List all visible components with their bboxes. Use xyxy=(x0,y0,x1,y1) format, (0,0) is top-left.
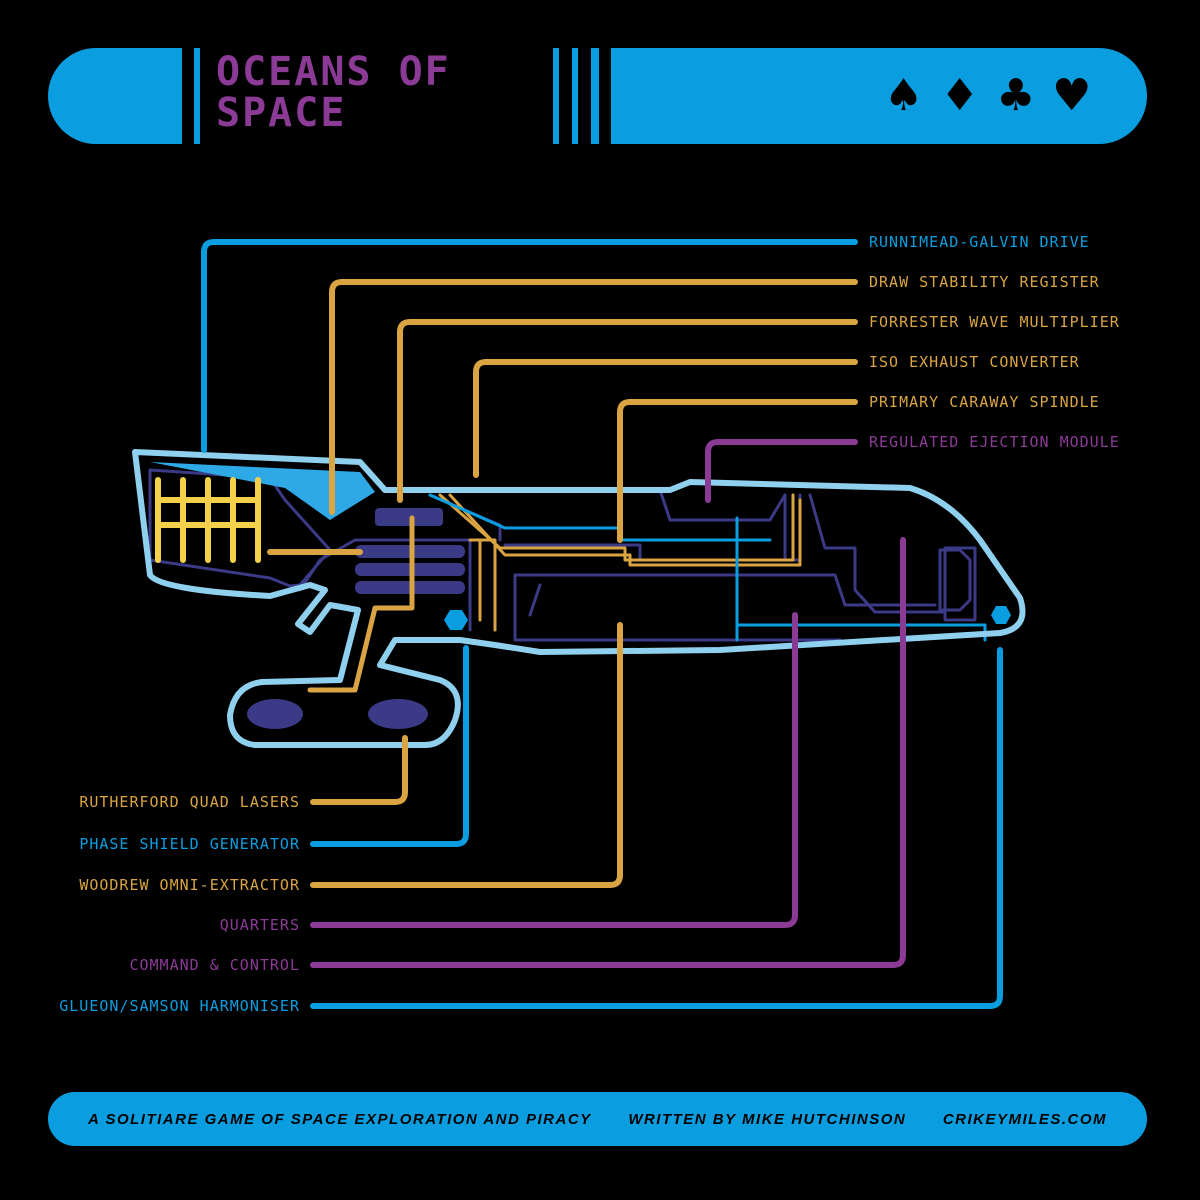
engine-grille xyxy=(155,477,261,563)
footer-tagline: A SOLITIARE GAME OF SPACE EXPLORATION AN… xyxy=(88,1110,592,1128)
leader-glueon-samson-harmoniser xyxy=(310,647,1003,1009)
spade-icon: ♠ xyxy=(884,70,924,121)
footer-author: WRITTEN BY MIKE HUTCHINSON xyxy=(628,1110,907,1128)
central-module xyxy=(247,508,465,729)
leader-phase-shield-generator xyxy=(310,645,469,847)
header-stripe-6 xyxy=(591,48,599,144)
header-stripe-1 xyxy=(155,48,165,144)
title-line-2: SPACE xyxy=(216,90,347,136)
label-quarters: QUARTERS xyxy=(219,916,300,934)
label-regulated-ejection-module: REGULATED EJECTION MODULE xyxy=(869,433,1120,451)
leader-rutherford-quad-lasers xyxy=(310,735,408,805)
heart-icon: ♥ xyxy=(1052,70,1092,121)
header-bar-right xyxy=(611,48,1147,144)
leader-regulated-ejection-module xyxy=(705,439,858,503)
callout-lines-right xyxy=(201,239,858,543)
hex-marker-left xyxy=(444,610,468,630)
label-glueon-samson-harmoniser: GLUEON/SAMSON HARMONISER xyxy=(59,997,300,1015)
label-runnimead-galvin-drive: RUNNIMEAD-GALVIN DRIVE xyxy=(869,233,1090,251)
label-primary-caraway-spindle: PRIMARY CARAWAY SPINDLE xyxy=(869,393,1100,411)
game-title: OCEANS OF SPACE xyxy=(216,52,451,134)
leader-primary-caraway-spindle xyxy=(617,399,858,543)
label-draw-stability-register: DRAW STABILITY REGISTER xyxy=(869,273,1100,291)
card-suits: ♠ ♦ ♣ ♥ xyxy=(884,70,1092,121)
label-phase-shield-generator: PHASE SHIELD GENERATOR xyxy=(79,835,300,853)
header-stripe-2 xyxy=(176,48,182,144)
leader-quarters xyxy=(310,612,798,928)
title-line-1: OCEANS OF xyxy=(216,49,451,95)
header-stripe-5 xyxy=(572,48,578,144)
label-forrester-wave-multiplier: FORRESTER WAVE MULTIPLIER xyxy=(869,313,1120,331)
leader-runnimead-galvin-drive xyxy=(201,239,858,453)
footer-bar: A SOLITIARE GAME OF SPACE EXPLORATION AN… xyxy=(48,1092,1147,1146)
leader-draw-stability-register xyxy=(329,279,858,515)
label-iso-exhaust-converter: ISO EXHAUST CONVERTER xyxy=(869,353,1080,371)
leader-command-and-control xyxy=(310,537,906,968)
label-command-and-control: COMMAND & CONTROL xyxy=(129,956,300,974)
header-stripe-4 xyxy=(553,48,559,144)
label-rutherford-quad-lasers: RUTHERFORD QUAD LASERS xyxy=(79,793,300,811)
callout-lines-left xyxy=(267,515,1003,1009)
footer-site-link[interactable]: CRIKEYMILES.COM xyxy=(942,1110,1107,1128)
hull-outline xyxy=(132,449,1026,748)
leader-woodrew-omni-extractor xyxy=(310,622,623,888)
diamond-icon: ♦ xyxy=(940,70,980,121)
inner-gold-circuit xyxy=(438,493,802,632)
leader-iso-exhaust-converter xyxy=(473,359,858,478)
label-woodrew-omni-extractor: WOODREW OMNI-EXTRACTOR xyxy=(79,876,300,894)
hex-marker-right xyxy=(991,606,1011,624)
cockpit-window xyxy=(150,462,375,520)
header-stripe-3 xyxy=(194,48,200,144)
leader-forrester-wave-multiplier xyxy=(397,319,858,503)
club-icon: ♣ xyxy=(996,70,1036,121)
